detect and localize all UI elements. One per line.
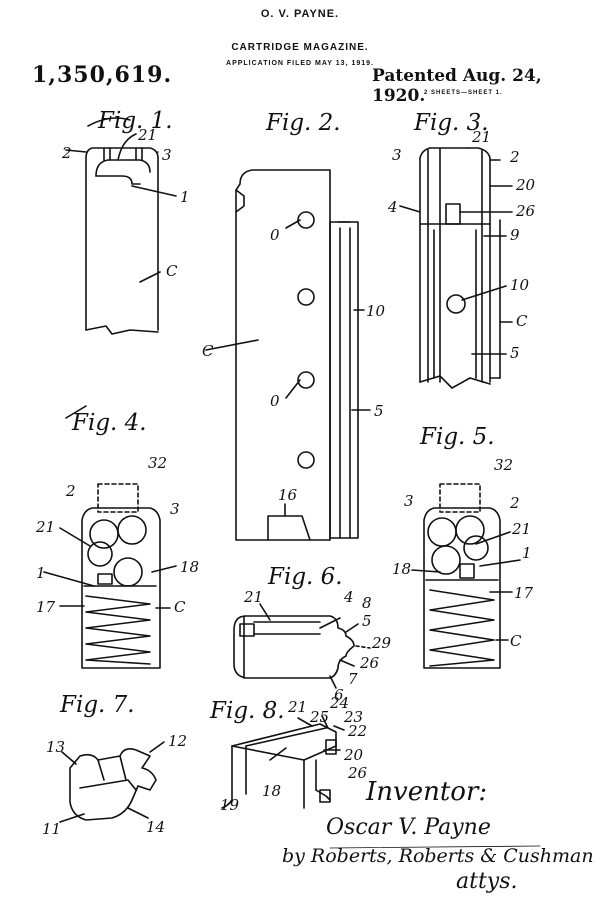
- fig8-ref: 23: [343, 708, 363, 726]
- fig4-ref: C: [174, 598, 186, 616]
- fig5-ref: 3: [404, 492, 414, 510]
- fig8-ref: 26: [347, 764, 368, 782]
- figure-3: [400, 148, 512, 388]
- patented-date: Patented Aug. 24, 1920.: [372, 66, 542, 106]
- fig7-ref: 12: [168, 732, 187, 750]
- applicant-name: O. V. PAYNE.: [260, 8, 340, 20]
- fig5-ref: 32: [494, 456, 513, 474]
- fig1-label: Fig. 1.: [97, 108, 173, 134]
- fig8-ref: 18: [262, 782, 281, 800]
- fig3-ref: 3: [392, 146, 402, 164]
- sheet-count: 2 SHEETS—SHEET 1.: [424, 90, 503, 96]
- fig6-ref: 26: [359, 654, 380, 672]
- figure-4: [44, 406, 176, 668]
- fig4-ref: 2: [65, 482, 76, 500]
- attorneys-label: attys.: [456, 869, 518, 894]
- figure-7: [60, 742, 164, 822]
- fig1-ref: C: [166, 262, 178, 280]
- fig2-ref: 10: [366, 302, 386, 320]
- attorneys-signature: by Roberts, Roberts & Cushman: [282, 845, 594, 867]
- fig3-ref: 21: [471, 128, 491, 146]
- fig8-label: Fig. 8.: [209, 698, 285, 724]
- fig6-ref: 6: [334, 686, 344, 704]
- figure-2: [206, 170, 370, 540]
- fig5-ref: 17: [514, 584, 534, 602]
- fig6-ref: 7: [348, 670, 358, 688]
- fig5-ref: 2: [509, 494, 520, 512]
- fig3-ref: 26: [515, 202, 536, 220]
- fig8-ref: 21: [287, 698, 307, 716]
- fig6-label: Fig. 6.: [267, 564, 343, 590]
- fig2-ref: 0: [270, 392, 280, 410]
- fig6-ref: 21: [243, 588, 263, 606]
- fig2-ref: C: [202, 342, 214, 360]
- fig1-ref: 2: [61, 144, 72, 162]
- inventor-label: Inventor:: [365, 777, 487, 807]
- fig8-ref: 22: [347, 722, 367, 740]
- figure-5: [412, 484, 520, 668]
- fig2-ref: 0: [270, 226, 280, 244]
- invention-title: CARTRIDGE MAGAZINE.: [231, 42, 369, 53]
- patent-number: 1,350,619.: [32, 62, 173, 88]
- fig8-ref: 24: [329, 694, 349, 712]
- fig6-ref: 4: [343, 588, 354, 606]
- fig3-ref: 10: [510, 276, 530, 294]
- fig1-ref: 21: [137, 126, 157, 144]
- fig8-ref: 20: [343, 746, 364, 764]
- fig5-label: Fig. 5.: [419, 424, 495, 450]
- fig2-label: Fig. 2.: [265, 110, 341, 136]
- fig3-ref: 4: [387, 198, 398, 216]
- fig6-ref: 5: [362, 612, 372, 630]
- fig7-label: Fig. 7.: [59, 692, 135, 718]
- fig7-ref: 14: [146, 818, 165, 836]
- fig3-ref: 20: [515, 176, 536, 194]
- fig4-ref: 32: [148, 454, 167, 472]
- fig8-ref: 19: [220, 796, 240, 814]
- figure-6: [234, 604, 370, 688]
- fig4-ref: 1: [36, 564, 46, 582]
- fig3-ref: 2: [509, 148, 520, 166]
- fig2-ref: 16: [278, 486, 298, 504]
- fig5-ref: 18: [392, 560, 411, 578]
- fig6-ref: 8: [362, 594, 372, 612]
- fig3-label: Fig. 3.: [413, 110, 489, 136]
- fig2-ref: 5: [374, 402, 384, 420]
- fig3-ref: 5: [510, 344, 520, 362]
- fig4-ref: 3: [170, 500, 180, 518]
- fig4-ref: 21: [35, 518, 55, 536]
- fig5-ref: C: [510, 632, 522, 650]
- fig4-ref: 17: [36, 598, 56, 616]
- fig5-ref: 21: [511, 520, 531, 538]
- fig6-ref: 29: [371, 634, 392, 652]
- fig7-ref: 13: [46, 738, 65, 756]
- filing-date: APPLICATION FILED MAY 13, 1919.: [226, 60, 374, 67]
- fig3-ref: C: [516, 312, 528, 330]
- signature-rule: [330, 846, 540, 848]
- inventor-name: Oscar V. Payne: [326, 815, 491, 840]
- fig3-ref: 9: [510, 226, 520, 244]
- fig4-label: Fig. 4.: [71, 410, 147, 436]
- fig8-ref: 25: [309, 708, 329, 726]
- fig1-ref: 3: [162, 146, 172, 164]
- fig5-ref: 1: [522, 544, 532, 562]
- figure-8: [222, 716, 344, 808]
- figure-1: [66, 118, 176, 334]
- fig4-ref: 18: [180, 558, 199, 576]
- fig1-ref: 1: [180, 188, 190, 206]
- fig7-ref: 11: [42, 820, 61, 838]
